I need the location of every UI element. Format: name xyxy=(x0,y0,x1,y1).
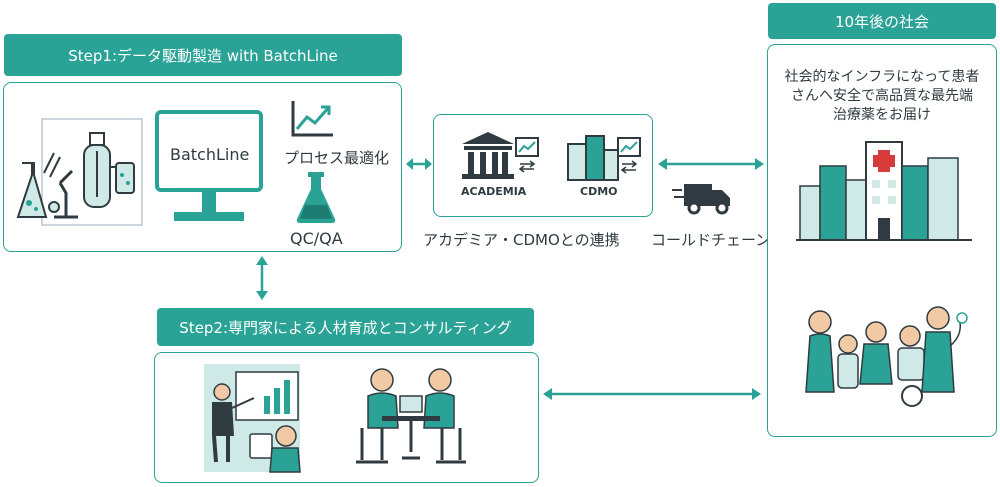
future-banner: 10年後の社会 xyxy=(768,3,996,39)
arrow-partner-future xyxy=(658,158,764,170)
future-line-1: 社会的なインフラになって患者 xyxy=(784,69,980,85)
academia-building-icon xyxy=(462,132,539,179)
qc-label: QC/QA xyxy=(290,229,343,248)
future-line-3: 治療薬をお届け xyxy=(833,107,931,123)
academia-label: ACADEMIA xyxy=(461,185,527,198)
bioreactor-icon xyxy=(83,132,135,208)
cdmo-building-icon xyxy=(567,135,641,181)
coldchain-caption: コールドチェーン xyxy=(651,231,771,249)
arrow-step2-future xyxy=(543,388,761,400)
future-line-2: さんへ安全で高品質な最先端 xyxy=(791,88,973,104)
cdmo-label: CDMO xyxy=(580,185,618,198)
family-icon xyxy=(805,306,968,407)
monitor-label: BatchLine xyxy=(170,145,250,164)
step1-banner: Step1:データ駆動製造 with BatchLine xyxy=(4,34,402,76)
step2-title: Step2:専門家による人材育成とコンサルティング xyxy=(179,318,512,337)
step1-title: Step1:データ駆動製造 with BatchLine xyxy=(68,46,338,65)
lab-flask-icon xyxy=(16,118,143,226)
hospital-icon xyxy=(796,141,972,241)
flask-icon xyxy=(296,172,336,223)
presenter-icon xyxy=(204,364,301,473)
truck-icon xyxy=(672,184,730,215)
trend-chart-icon xyxy=(291,101,333,137)
partner-caption: アカデミア・CDMOとの連携 xyxy=(423,231,620,249)
arrow-step1-partner xyxy=(406,158,432,170)
arrow-step1-step2 xyxy=(256,256,268,300)
monitor-icon xyxy=(155,110,263,221)
step1-box: BatchLine プロセス最適化 QC/QA xyxy=(3,82,402,252)
consulting-icon xyxy=(356,368,466,464)
process-label: プロセス最適化 xyxy=(284,149,390,167)
step2-banner: Step2:専門家による人材育成とコンサルティング xyxy=(157,308,534,346)
future-title: 10年後の社会 xyxy=(834,12,930,31)
